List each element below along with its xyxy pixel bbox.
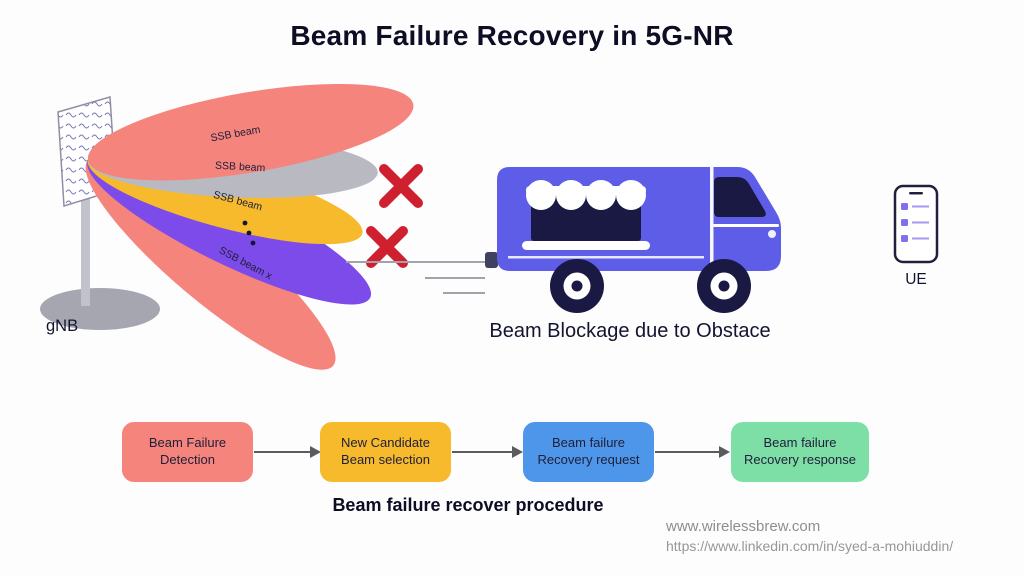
cab-window	[714, 177, 766, 217]
ue-phone: UE	[893, 184, 939, 288]
beam-fan: SSB beam SSB beam SSB beam SSB beam x	[85, 83, 414, 370]
gnb-label: gNB	[46, 317, 78, 335]
footer-website: www.wirelessbrew.com	[666, 518, 821, 535]
motion-lines	[346, 261, 485, 294]
truck-body-stripe	[508, 256, 704, 259]
cab-divider	[710, 167, 714, 271]
flow-arrow-2	[452, 445, 523, 458]
antenna-pole	[81, 188, 90, 306]
beam-blocked-x-2	[366, 226, 408, 268]
obstacle-truck	[485, 167, 781, 313]
truck-rear-bumper	[485, 252, 498, 268]
illustration-scene: gNB SSB beam SSB beam SSB beam SSB beam …	[40, 83, 939, 370]
awning-bar	[526, 186, 646, 195]
serving-counter	[522, 241, 650, 250]
serving-window	[522, 180, 650, 250]
page-title: Beam Failure Recovery in 5G-NR	[290, 20, 734, 51]
flow-arrow-3	[655, 445, 730, 458]
truck-wheel-rear	[550, 259, 604, 313]
serving-window-opening	[531, 193, 641, 241]
cab-window-sill	[713, 224, 779, 227]
flow-step-beam-failure-detection: Beam Failure Detection	[122, 422, 253, 482]
footer-linkedin: https://www.linkedin.com/in/syed-a-mohiu…	[666, 538, 954, 554]
phone-list-items	[901, 203, 929, 242]
ground-shadow	[40, 288, 160, 330]
phone-speaker	[909, 192, 923, 195]
footer-credits: www.wirelessbrew.com https://www.linkedi…	[666, 518, 953, 554]
flow-step-new-candidate-beam-selection: New Candidate Beam selection	[320, 422, 451, 482]
beam-blocked-x-1	[379, 164, 423, 208]
ellipsis-dots	[242, 220, 256, 246]
blockage-caption: Beam Blockage due to Obstace	[489, 320, 770, 342]
awning-scallops	[526, 180, 646, 210]
beam-label-2: SSB beam	[215, 160, 266, 175]
ue-label: UE	[905, 271, 927, 288]
flow-step-recovery-response: Beam failure Recovery response	[731, 422, 869, 482]
truck-wheel-front	[697, 259, 751, 313]
flow-arrow-1	[254, 445, 321, 458]
headlight	[768, 230, 776, 238]
flow-caption: Beam failure recover procedure	[332, 495, 604, 515]
ssb-beam-1	[87, 83, 414, 181]
flow-step-recovery-request: Beam failure Recovery request	[523, 422, 654, 482]
